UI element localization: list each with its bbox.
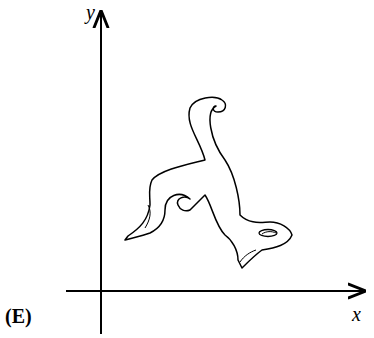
panel-label: (E) [5,306,32,326]
curly-figure [125,97,292,268]
figure-detail [240,250,256,262]
axis-label: y [86,2,95,22]
figure-detail [262,232,276,234]
axis-label: x [352,304,361,324]
figure-eye [259,230,277,237]
x-axis [66,290,364,292]
y-axis [100,12,102,334]
figure-detail [145,205,150,228]
